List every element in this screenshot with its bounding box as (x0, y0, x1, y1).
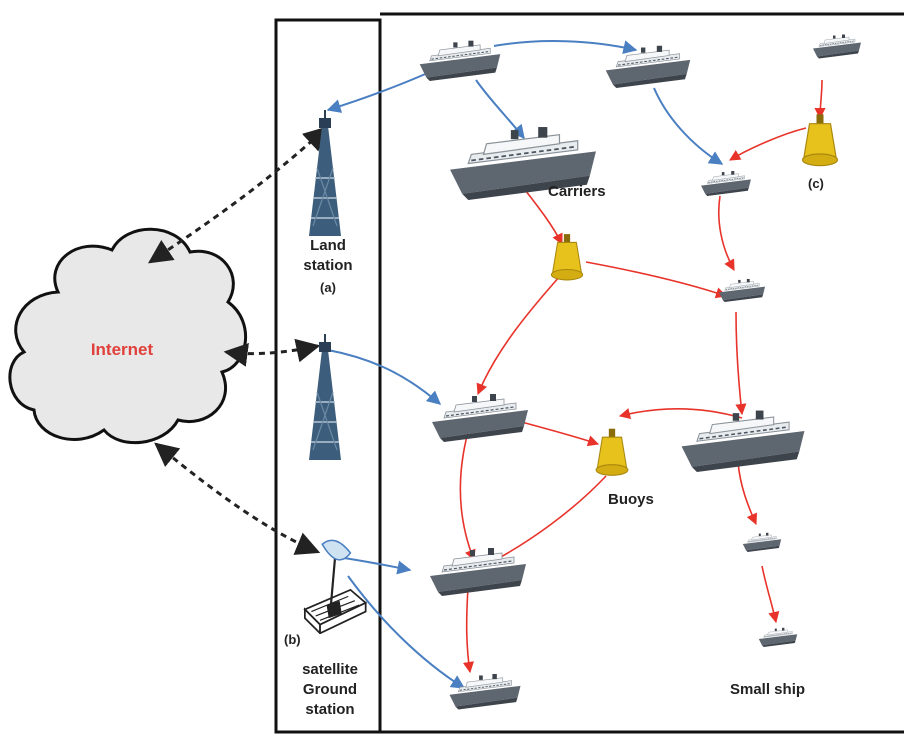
satellite-station-tag: (b) (284, 632, 301, 647)
satellite-station-label-line1: satellite (302, 661, 358, 678)
land-station-tag: (a) (320, 280, 336, 295)
red-link-buoy-c-ship-d (729, 127, 807, 161)
maritime-panel-border (380, 12, 904, 734)
ship-left-icon (431, 393, 529, 442)
buoy-c-icon (801, 113, 839, 167)
blue-link-ship1-carrier (475, 79, 525, 140)
red-link-buoy-ship-mid (585, 261, 728, 299)
internet-label: Internet (90, 340, 154, 359)
dashed-link-satellite-station (154, 442, 321, 555)
dashed-link-land-station-2 (223, 338, 321, 367)
internet-cloud (8, 227, 248, 445)
red-link-ship-left-buoy-mid (513, 419, 600, 447)
carriers-label: Carriers (548, 183, 606, 200)
satellite-station-label-line2: Ground (302, 681, 358, 698)
buoy-c-tag: (c) (808, 176, 824, 191)
blue-link-tower2-ship-left (327, 349, 442, 405)
red-link-buoy-ship-left (476, 275, 561, 396)
land-station-label-line2: station (303, 257, 353, 274)
blue-link-ship1-ship2 (493, 40, 638, 55)
satellite-station-label-line3: station (305, 701, 355, 718)
buoy-middle-icon (595, 428, 629, 476)
ship-lower-icon (428, 546, 528, 596)
blue-link-ship1-tower-a (326, 71, 431, 113)
small-ship-1-icon (742, 532, 782, 553)
land-station-tower-2-icon (307, 332, 343, 462)
red-link-buoy-mid-ship-lower (487, 475, 607, 565)
red-link-topright-buoy-c (814, 79, 826, 120)
small-ship-2-icon (758, 627, 798, 648)
ship-top-left-icon (419, 40, 501, 82)
ship-right-icon (680, 409, 806, 472)
blue-link-dish-ship-lower (343, 557, 412, 575)
ship-top-middle-icon (605, 45, 691, 89)
red-link-ship-right-buoy-mid (618, 407, 743, 419)
ground-stations-panel (274, 18, 382, 734)
red-link-ship-left-ship-lower (459, 431, 476, 562)
red-link-ship-lower-ship-bottom (462, 587, 475, 674)
ship-top-right-icon (812, 33, 862, 60)
buoys-label: Buoys (608, 491, 654, 508)
ship-mid-right-icon (718, 278, 766, 303)
blue-link-ship2-ship-d (653, 87, 724, 165)
red-link-small1-small2 (761, 565, 780, 624)
red-link-ship-mid-ship-right (735, 311, 747, 416)
small-ship-label: Small ship (730, 681, 806, 698)
ship-d-icon (700, 170, 752, 197)
land-station-tower-icon (307, 108, 343, 238)
ship-bottom-icon (448, 673, 522, 711)
land-station-label-line1: Land (310, 237, 346, 254)
blue-link-dish-ship-bottom (347, 575, 466, 689)
red-link-ship-d-ship-mid (717, 195, 735, 271)
dashed-link-land-station-a (148, 126, 328, 264)
buoy-upper-icon (550, 233, 584, 281)
red-link-ship-right-small1 (737, 461, 758, 526)
